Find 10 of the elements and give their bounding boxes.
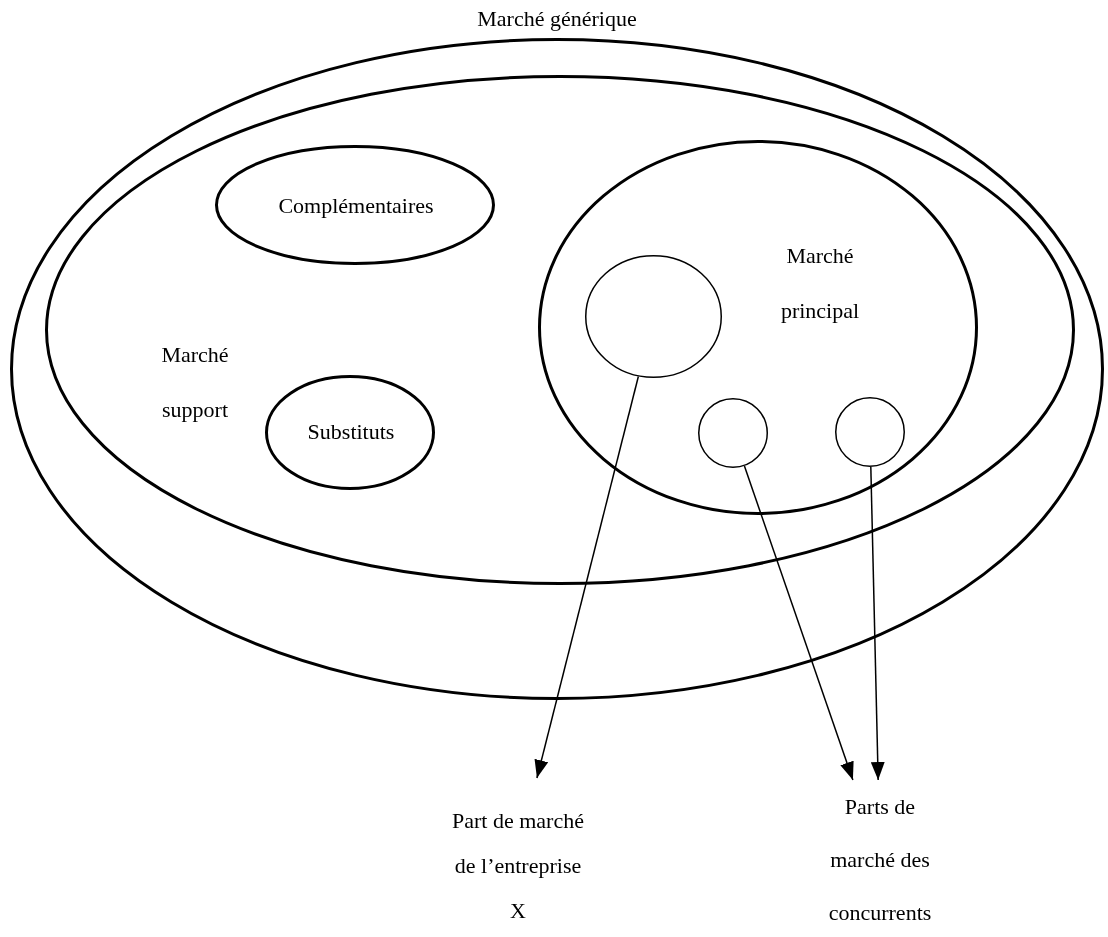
region-label: Marché principal: [779, 242, 861, 325]
region-label: Marché générique: [476, 5, 638, 33]
arrow: [743, 465, 854, 781]
region-label: Complémentaires: [277, 192, 435, 220]
arrow: [870, 466, 885, 781]
caption-text: Parts de marché des concurrents: [827, 793, 933, 927]
caption-text: Part de marché de l’entreprise X: [451, 807, 585, 925]
arrow: [534, 375, 640, 779]
region-label: Substituts: [306, 418, 396, 446]
region-label: Marché support: [160, 341, 230, 424]
